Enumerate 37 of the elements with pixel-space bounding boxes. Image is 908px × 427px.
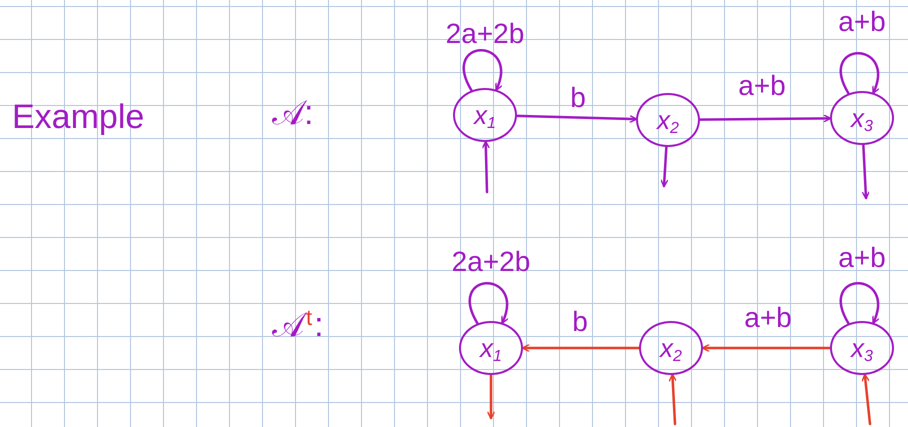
text-label: Example [12, 100, 144, 134]
state-label: x$_{3}$ [851, 105, 873, 131]
arrow [698, 114, 832, 123]
arrow [668, 374, 677, 426]
arrow [840, 52, 880, 95]
state-label: x$_{1}$ [480, 335, 502, 361]
arrow [862, 144, 870, 200]
text-label: 𝒜: [272, 96, 314, 130]
arrow [468, 282, 508, 325]
edge-label: 2a+2b [452, 248, 530, 276]
arrow [522, 344, 640, 352]
state-label: x$_{2}$ [660, 335, 682, 361]
state-circle [830, 91, 894, 145]
state-circle [453, 88, 517, 142]
edge-label: 2a+2b [446, 20, 524, 48]
state-label: x$_{2}$ [657, 107, 679, 133]
edge-label: a+b [838, 244, 886, 272]
edge-label: a+b [738, 72, 786, 100]
arrow [516, 114, 638, 124]
state-circle [639, 321, 703, 375]
state-label: x$_{1}$ [474, 102, 496, 128]
state-circle [636, 93, 700, 147]
state-label: x$_{3}$ [851, 335, 873, 361]
edge-label: b [570, 84, 586, 112]
arrow [861, 374, 872, 426]
edge-label: b [572, 308, 588, 336]
state-circle [830, 321, 894, 375]
arrow [702, 344, 832, 352]
edge-label: a+b [744, 304, 792, 332]
edge-label: a+b [838, 8, 886, 36]
state-circle [459, 321, 523, 375]
arrow [486, 374, 496, 420]
arrow [482, 140, 490, 194]
text-label: 𝒜$^{t}$: [272, 308, 324, 342]
arrow [840, 282, 880, 325]
arrow [462, 49, 502, 92]
arrow [660, 146, 669, 188]
